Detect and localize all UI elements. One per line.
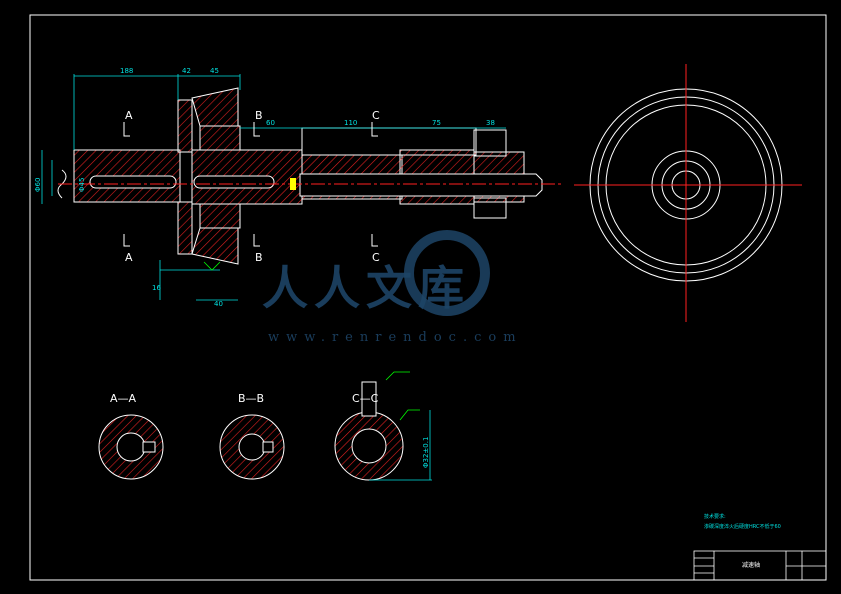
dim-16: 16 — [152, 284, 161, 292]
dim-phi-left: Φ60 — [34, 178, 42, 192]
section-b-b — [219, 414, 285, 480]
title-block-name: 减速轴 — [742, 561, 760, 569]
section-c-c — [334, 381, 404, 481]
dim-110: 110 — [344, 119, 357, 127]
section-a-a — [98, 414, 164, 480]
shaft-section — [57, 87, 543, 265]
dim-75: 75 — [432, 119, 441, 127]
section-title-a-a: A—A — [110, 392, 137, 405]
dim-42: 42 — [182, 67, 191, 75]
dim-phi-c: Φ32±0.1 — [422, 437, 430, 468]
dim-38: 38 — [486, 119, 495, 127]
end-view-centerlines — [574, 64, 802, 322]
dimension-lines — [41, 74, 506, 301]
note-line: 渗碳深度淬火后硬度HRC不低于60 — [704, 523, 781, 530]
section-title-c-c: C—C — [352, 392, 379, 405]
dim-60: 60 — [266, 119, 275, 127]
dim-45: 45 — [210, 67, 219, 75]
roughness-leaders — [203, 261, 420, 421]
dim-188: 188 — [120, 67, 133, 75]
diameter-marker — [290, 178, 296, 190]
section-markers — [123, 122, 378, 247]
dimension-text: 188 42 45 60 110 75 38 40 16 Φ60 Φ45 — [34, 67, 495, 308]
title-block — [693, 550, 827, 581]
note-title: 技术要求: — [704, 513, 726, 520]
section-label-c-top: C — [372, 109, 380, 122]
section-label-b-bottom: B — [255, 251, 263, 264]
section-label-a-top: A — [125, 109, 133, 122]
dim-phi-mid: Φ45 — [78, 178, 86, 192]
drawing-border — [29, 14, 827, 581]
section-label-a-bottom: A — [125, 251, 133, 264]
section-label-c-bottom: C — [372, 251, 380, 264]
section-title-b-b: B—B — [238, 392, 264, 405]
section-label-b-top: B — [255, 109, 263, 122]
dim-40: 40 — [214, 300, 223, 308]
